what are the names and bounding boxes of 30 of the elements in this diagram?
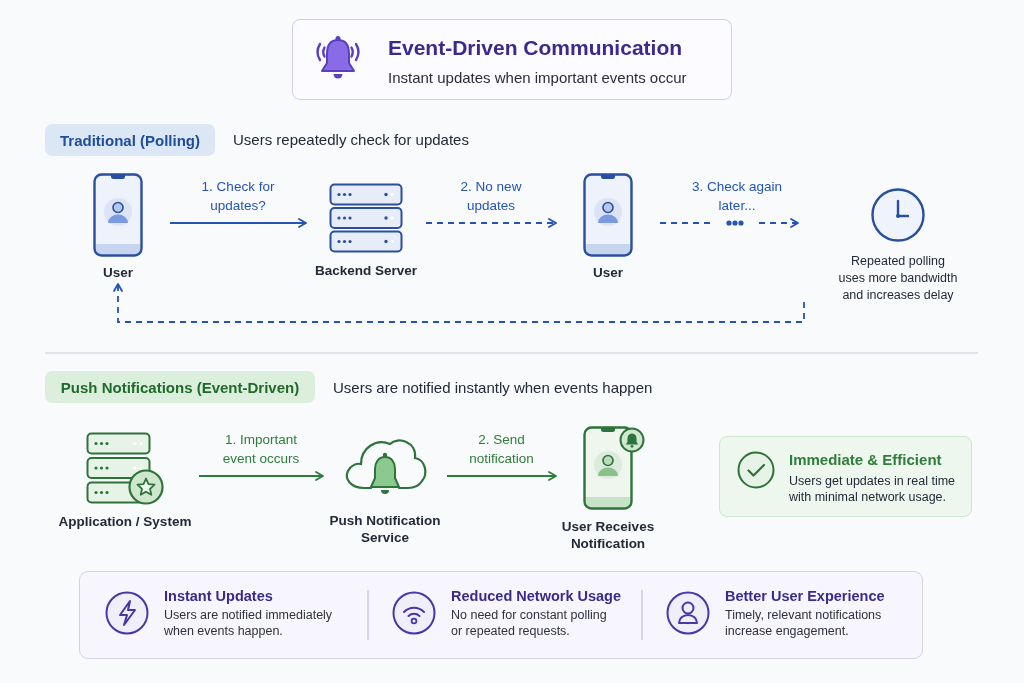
node-label: Push Notification Service <box>328 512 442 546</box>
card-text: Users get updates in real time with minimal network usage. <box>789 473 957 505</box>
arrow <box>446 471 557 481</box>
benefit-heading: Instant Updates <box>164 587 273 605</box>
benefit-text: Users are notified immediately when events happen. <box>164 607 334 639</box>
node-label: Repeated polling uses more bandwidth and increases delay <box>837 253 959 304</box>
benefit-text: Timely, relevant notifications increase engagement. <box>725 607 883 639</box>
arrow <box>198 471 324 481</box>
arrow <box>425 218 557 228</box>
section-tag: Traditional (Polling) <box>45 124 215 156</box>
node-label: Backend Server <box>314 262 418 279</box>
node-label: User <box>103 264 133 281</box>
benefits-panel <box>79 571 923 659</box>
section-description: Users repeatedly check for updates <box>233 131 469 149</box>
arrow <box>659 218 799 228</box>
arrow <box>113 283 805 323</box>
title-text: Event-Driven Communication <box>388 35 683 61</box>
node-label: User Receives Notification <box>560 518 656 552</box>
section-description: Users are notified instantly when events happen <box>333 379 653 397</box>
benefit-text: No need for constant polling or repeated requests. <box>451 607 608 639</box>
node-label: Application / System <box>58 513 192 530</box>
info-card <box>719 436 972 517</box>
title-card <box>292 19 732 100</box>
benefit-heading: Better User Experience <box>725 587 885 605</box>
node-label: User <box>593 264 623 281</box>
arrow <box>169 218 307 228</box>
subtitle-text: Instant updates when important events occur <box>388 69 687 87</box>
benefit-heading: Reduced Network Usage <box>451 587 622 605</box>
card-heading: Immediate & Efficient <box>789 451 942 469</box>
section-tag: Push Notifications (Event-Driven) <box>45 371 315 403</box>
